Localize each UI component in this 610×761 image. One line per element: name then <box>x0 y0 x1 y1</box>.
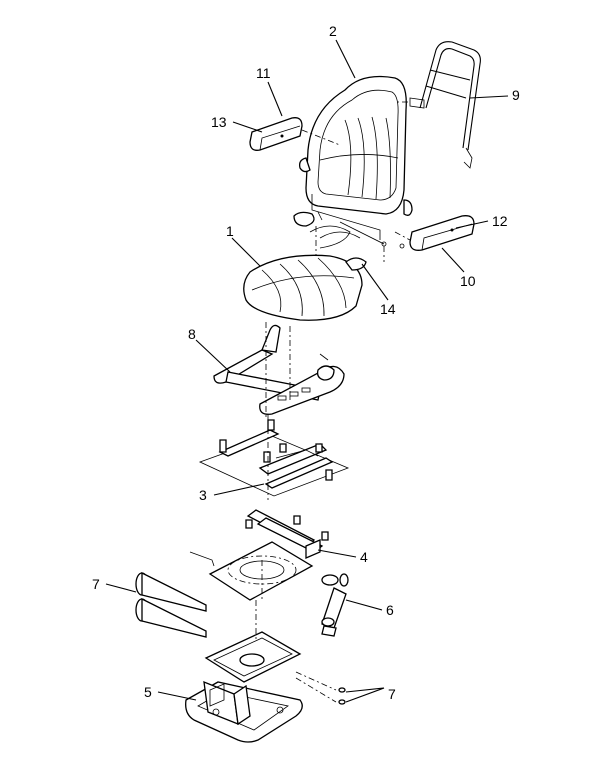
callout-7-right: 7 <box>388 686 396 702</box>
callout-11: 11 <box>256 65 271 81</box>
callout-6: 6 <box>386 602 394 618</box>
suspension-base <box>185 600 337 743</box>
callout-1: 1 <box>226 223 234 239</box>
callout-14: 14 <box>380 301 396 317</box>
seat-cushion <box>243 254 367 321</box>
callout-8: 8 <box>188 326 196 342</box>
mounting-plate <box>198 414 350 500</box>
headrest-frame <box>394 41 481 169</box>
linkage-rods <box>135 571 207 638</box>
callout-13: 13 <box>211 114 227 130</box>
callout-5: 5 <box>144 684 152 700</box>
callout-12: 12 <box>492 213 508 229</box>
bracket-assembly <box>245 509 329 559</box>
leader-lines <box>105 39 509 703</box>
back-brackets <box>293 194 405 262</box>
callout-4: 4 <box>360 549 368 565</box>
callout-2: 2 <box>329 23 337 39</box>
callout-9: 9 <box>512 87 520 103</box>
armrest-left <box>249 117 341 151</box>
callout-10: 10 <box>460 273 476 289</box>
seat-back <box>298 75 413 216</box>
callout-7-left: 7 <box>92 576 100 592</box>
armrest-right <box>394 215 475 251</box>
shock-absorber <box>321 573 349 637</box>
seat-slide-frame <box>213 322 345 420</box>
pins <box>338 687 346 705</box>
callout-3: 3 <box>199 487 207 503</box>
swivel-plate <box>189 541 314 601</box>
